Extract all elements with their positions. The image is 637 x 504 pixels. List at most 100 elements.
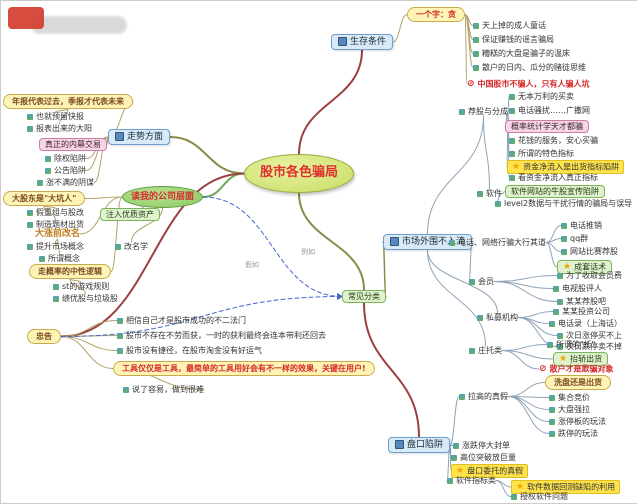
mindmap-node-l10[interactable]: 所谓概念 bbox=[39, 254, 80, 263]
mindmap-node-p2[interactable]: 集合竞价 bbox=[549, 393, 590, 402]
mindmap-node-r17[interactable]: 某某投资公司 bbox=[553, 307, 610, 316]
mindmap-node-t4[interactable]: 散户的日内、瓜分的赌徒思维 bbox=[473, 63, 586, 72]
mindmap-node-simu[interactable]: 私募机构 bbox=[477, 313, 518, 322]
mindmap-node-t5[interactable]: ⊘中国股市不骗人，只有人骗人坑 bbox=[467, 79, 590, 89]
mindmap-node-t2[interactable]: 保证赚钱的谣言骗局 bbox=[473, 35, 554, 44]
mindmap-node-r1[interactable]: 无本万利的买卖 bbox=[509, 92, 574, 101]
mindmap-node-p3[interactable]: 大盘强拉 bbox=[549, 405, 590, 414]
mindmap-node-r21[interactable]: 所谓的"托" bbox=[547, 340, 595, 349]
mindmap-node-l3[interactable]: 除权陷阱 bbox=[45, 154, 86, 163]
node-label: 真正的内幕交易 bbox=[45, 140, 101, 149]
mindmap-node-l9[interactable]: 改名学 bbox=[115, 242, 148, 251]
mindmap-node-p10[interactable]: 授权软件问题 bbox=[511, 492, 568, 501]
mindmap-node-gaiming[interactable]: 大涨前改名 bbox=[35, 229, 80, 239]
mindmap-node-p1[interactable]: 洗盘还是出货 bbox=[545, 375, 611, 391]
bullet-icon bbox=[27, 221, 33, 228]
mindmap-node-changjian[interactable]: 常见分类 bbox=[342, 290, 386, 304]
mindmap-node-b4[interactable]: 说了容易，做到很难 bbox=[123, 385, 204, 394]
mindmap-node-b3[interactable]: 股市没有捷径，在股市淘金没有好运气 bbox=[117, 346, 262, 355]
node-label: 走势方面 bbox=[127, 132, 164, 142]
mindmap-node-r12[interactable]: 网站比赛荐股 bbox=[561, 247, 618, 256]
mindmap-node-dagu[interactable]: 大股东是"大坑人" bbox=[3, 191, 86, 207]
mindmap-node-p4[interactable]: 涨停板的玩法 bbox=[549, 417, 606, 426]
mindmap-node-p6[interactable]: 涨跌停大封单 bbox=[453, 441, 510, 450]
mindmap-node-zhonggao[interactable]: 忠告 bbox=[27, 329, 61, 345]
mindmap-node-l2[interactable]: 报表出来的大阳 bbox=[27, 124, 92, 133]
mindmap-node-l11[interactable]: st的游戏规则 bbox=[53, 282, 109, 291]
mindmap-node-p7[interactable]: 高位突破放巨量 bbox=[451, 453, 516, 462]
mindmap-node-zhuangtuo[interactable]: 庄托类 bbox=[469, 346, 502, 355]
mindmap-node-r7[interactable]: 看资金净流入真正指标 bbox=[509, 173, 598, 182]
bullet-icon bbox=[495, 200, 501, 207]
mindmap-node-huiyuan[interactable]: 会员 bbox=[469, 277, 494, 286]
mindmap-node-gongsi[interactable]: 读我的公司层面 bbox=[122, 186, 204, 209]
mindmap-node-r9[interactable]: level2数据与干扰行情的骗局与误导 bbox=[495, 199, 632, 208]
node-label: 例如 bbox=[301, 248, 315, 256]
node-label: 软件指标类 bbox=[456, 476, 496, 485]
mindmap-node-r23[interactable]: ⊘散户才是欺骗对象 bbox=[539, 364, 614, 374]
mindmap-node-r16[interactable]: 某某荐股吧 bbox=[557, 297, 606, 306]
bullet-icon bbox=[459, 393, 465, 400]
edge-zoushi-l4 bbox=[85, 136, 109, 171]
topic-icon bbox=[338, 37, 347, 46]
mindmap-node-pankou[interactable]: 盘口陷阱 bbox=[388, 437, 451, 454]
mindmap-node-r22[interactable]: ★抬轿出货 bbox=[553, 352, 609, 367]
mindmap-node-zoushi[interactable]: 走势方面 bbox=[108, 129, 171, 146]
node-label: 生存条件 bbox=[350, 37, 387, 47]
node-label: 走概率的中性逻辑 bbox=[38, 267, 102, 276]
mindmap-node-b2[interactable]: 股市不存在不劳而获，一时的获利最终会连本带利还回去 bbox=[117, 331, 326, 340]
mindmap-node-shengcun[interactable]: 生存条件 bbox=[331, 34, 394, 51]
mindmap-node-b1[interactable]: 相信自己才是股市成功的不二法门 bbox=[117, 316, 246, 325]
mindmap-node-gongju[interactable]: 工具仅仅是工具，最简单的工具用好会有不一样的效果，关键在用户! bbox=[113, 361, 375, 377]
mindmap-node-r5[interactable]: 所谓的特色指标 bbox=[509, 149, 574, 158]
node-label: 荐股与分成 bbox=[468, 107, 508, 116]
node-label: 改名学 bbox=[124, 242, 148, 251]
mindmap-node-r6[interactable]: ★资金净流入是出货指标陷阱 bbox=[507, 160, 625, 175]
mindmap-node-r10[interactable]: 电话推销 bbox=[561, 221, 602, 230]
mindmap-node-r3[interactable]: 概率统计学天才都骗 bbox=[505, 120, 589, 134]
mindmap-node-zhuru[interactable]: 注入优质资产 bbox=[100, 208, 160, 222]
mindmap-node-tan[interactable]: 一个字：贪 bbox=[407, 7, 465, 23]
node-label: 大盘强拉 bbox=[558, 405, 590, 414]
mindmap-node-neimu[interactable]: 真正的内幕交易 bbox=[39, 138, 107, 152]
mindmap-node-center[interactable]: 股市各色骗局 bbox=[244, 154, 355, 193]
mindmap-node-r8[interactable]: 软件网站的牛股宣传陷阱 bbox=[505, 185, 605, 199]
bullet-icon bbox=[469, 278, 475, 285]
mindmap-node-p5[interactable]: 跌停的玩法 bbox=[549, 429, 598, 438]
mindmap-node-t1[interactable]: 天上掉的成人童话 bbox=[473, 21, 546, 30]
mindmap-node-r11[interactable]: qq群 bbox=[561, 234, 588, 243]
no-entry-icon: ⊘ bbox=[539, 364, 547, 374]
mindmap-node-jiangu[interactable]: 荐股与分成 bbox=[459, 107, 508, 116]
mindmap-node-l1[interactable]: 也就预留快报 bbox=[27, 112, 84, 121]
mindmap-node-ruanjian[interactable]: 软件 bbox=[477, 189, 502, 198]
mindmap-node-l8[interactable]: 提升市场概念 bbox=[27, 242, 84, 251]
mindmap-node-nb[interactable]: 年报代表过去，季报才代表未来 bbox=[3, 94, 133, 110]
mindmap-node-p8[interactable]: ★盘口委托的真假 bbox=[451, 464, 529, 479]
mindmap-node-r18[interactable]: 电话录（上海话） bbox=[549, 319, 622, 328]
mindmap-node-p9[interactable]: ★软件数据回测缺陷的利用 bbox=[511, 480, 621, 495]
mindmap-node-l7[interactable]: 制造题材出货 bbox=[27, 220, 84, 229]
node-label: 授权软件问题 bbox=[520, 492, 568, 501]
node-label: 股市不存在不劳而获，一时的获利最终会连本带利还回去 bbox=[126, 331, 326, 340]
mindmap-node-l4[interactable]: 公告陷阱 bbox=[45, 166, 86, 175]
mindmap-node-l5[interactable]: 涨不满的阴谋 bbox=[37, 178, 94, 187]
edge-zhonggao-changjian bbox=[60, 293, 343, 337]
mindmap-node-waiwai[interactable]: 市场外围不入流 bbox=[383, 234, 473, 251]
bullet-icon bbox=[509, 107, 515, 114]
mindmap-node-dianhua[interactable]: 电话、网络行骗大行其道 bbox=[449, 238, 546, 247]
bullet-icon bbox=[45, 155, 51, 162]
mindmap-node-r4[interactable]: 花钱的服务，安心买骗 bbox=[509, 136, 598, 145]
mindmap-node-r13[interactable]: ★成套话术 bbox=[557, 260, 613, 275]
mindmap-node-zhibiao[interactable]: 软件指标类 bbox=[447, 476, 496, 485]
mindmap-node-l12[interactable]: 绩优股与垃圾股 bbox=[53, 294, 118, 303]
mindmap-node-lagao[interactable]: 拉高的真假 bbox=[459, 392, 508, 401]
mindmap-node-gailv[interactable]: 走概率的中性逻辑 bbox=[29, 264, 111, 280]
mindmap-node-r14[interactable]: 为了收取会员费 bbox=[557, 271, 622, 280]
mindmap-node-r2[interactable]: 电话骚扰……广撒网 bbox=[509, 106, 590, 115]
node-label: 注入优质资产 bbox=[106, 210, 154, 219]
mindmap-node-l6[interactable]: 假重组与股改 bbox=[27, 208, 84, 217]
mindmap-node-r20[interactable]: 次日跌停卖不掉 bbox=[557, 342, 622, 351]
mindmap-node-r19[interactable]: 次日涨停买不上 bbox=[557, 331, 622, 340]
mindmap-node-r15[interactable]: 电视股评人 bbox=[553, 284, 602, 293]
mindmap-node-t3[interactable]: 糟糕的大盘是骗子的温床 bbox=[473, 49, 570, 58]
